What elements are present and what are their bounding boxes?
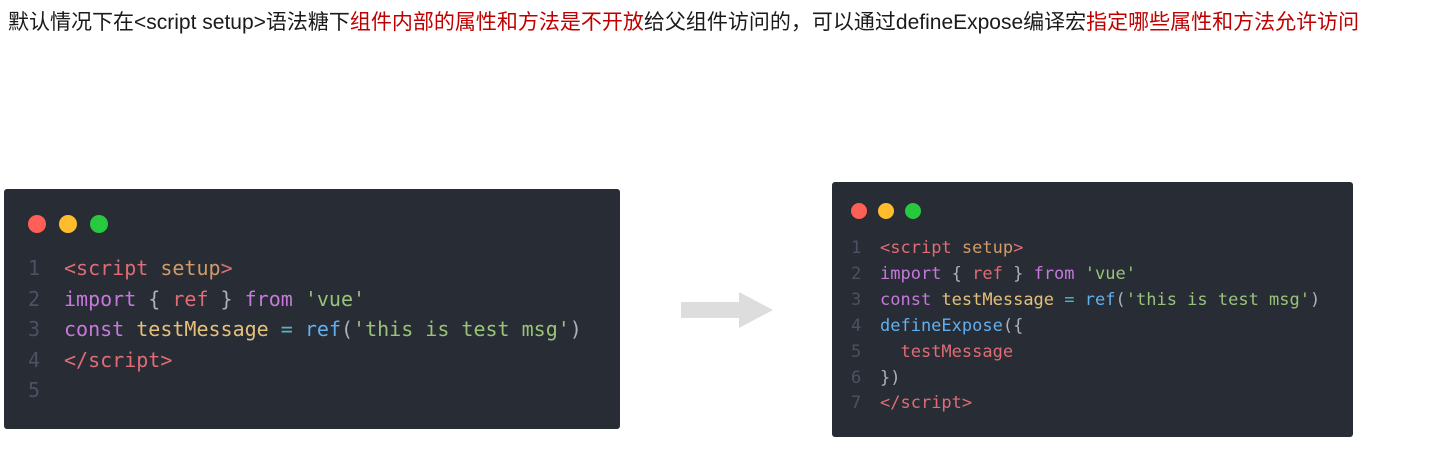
code-token: </ [64, 347, 89, 372]
code-token [124, 317, 136, 341]
line-number: 5 [851, 341, 862, 362]
line-number: 4 [28, 347, 41, 372]
line-number: 5 [28, 378, 41, 402]
line-number: 2 [28, 286, 41, 311]
intro-text: 给父组件访问的，可以通过defineExpose编译宏 [643, 11, 1087, 34]
window-controls [28, 215, 121, 233]
code-token [293, 287, 305, 311]
code-token: </ [880, 393, 901, 414]
code-line: 1 <script setup> [28, 253, 582, 284]
line-number: 2 [851, 263, 862, 284]
code-line: 3 const testMessage = ref('this is test m… [851, 288, 1320, 314]
code-token: = [280, 317, 293, 341]
code-token: ref [304, 317, 341, 341]
code-token: > [1013, 238, 1024, 258]
code-token [1075, 290, 1085, 310]
code-token: 'vue' [1084, 263, 1136, 284]
line-number: 6 [851, 367, 862, 388]
code-line: 1 <script setup> [851, 236, 1320, 262]
code-token [880, 342, 900, 362]
code-line: 6}) [851, 366, 1320, 392]
code-line: 2 import { ref } from 'vue' [28, 284, 582, 315]
code-token: { [941, 263, 973, 284]
code-token: { [136, 286, 173, 311]
code-token [952, 238, 962, 258]
line-number: 7 [851, 393, 862, 414]
code-token: = [1064, 289, 1075, 310]
code-token: defineExpose [880, 315, 1003, 336]
code-token: ref [172, 286, 209, 311]
code-token: > [160, 347, 173, 372]
code-line: 3 const testMessage = ref('this is test m… [28, 314, 582, 345]
code-token: > [961, 393, 973, 414]
code-token: ( [340, 317, 354, 341]
code-token: } [208, 286, 245, 311]
maximize-dot-icon [905, 203, 921, 219]
code-line: 4 </script> [28, 345, 582, 376]
code-token: 'this is test msg' [353, 317, 570, 341]
intro-highlight-text: 指定哪些属性和方法允许访问 [1086, 11, 1360, 34]
line-number: 3 [851, 289, 862, 310]
code-token: from [244, 286, 293, 311]
code-token: script [900, 393, 962, 414]
code-token [1054, 290, 1064, 310]
code-line: 5 testMessage [851, 340, 1320, 366]
code-token: testMessage [900, 341, 1014, 362]
code-token: import [64, 286, 137, 311]
minimize-dot-icon [878, 203, 894, 219]
code-token: script [76, 256, 149, 280]
code-token [1075, 264, 1085, 284]
code-token: 'this is test msg' [1125, 289, 1310, 310]
code-token: const [64, 317, 125, 341]
code-token: testMessage [136, 317, 269, 341]
close-dot-icon [851, 203, 867, 219]
code-token: 'vue' [304, 286, 366, 311]
code-token: ) [1309, 289, 1321, 310]
code-token: < [64, 256, 77, 280]
line-number: 4 [851, 315, 862, 336]
code-token: } [1002, 263, 1034, 284]
window-controls [851, 203, 932, 219]
code-token: ) [569, 317, 582, 341]
code-token: setup [160, 256, 221, 280]
code-token: < [880, 238, 891, 258]
close-dot-icon [28, 215, 46, 233]
line-number: 1 [28, 256, 41, 280]
code-token: testMessage [941, 289, 1055, 310]
code-token [269, 317, 281, 341]
right-arrow-icon [681, 292, 773, 328]
code-token: ( [1115, 289, 1126, 310]
code-token: from [1033, 263, 1075, 284]
code-token: import [880, 263, 942, 284]
intro-highlight-text: 组件内部的属性和方法是不开放 [349, 11, 644, 34]
code-token: ref [1084, 289, 1116, 310]
code-token [293, 317, 305, 341]
minimize-dot-icon [59, 215, 77, 233]
code-token: script [890, 238, 952, 258]
code-line: 4 defineExpose({ [851, 314, 1320, 340]
code-line: 5 [28, 375, 582, 406]
code-token: > [220, 256, 233, 280]
code-line: 2 import { ref } from 'vue' [851, 262, 1320, 288]
line-number: 1 [851, 238, 862, 258]
code-token: }) [880, 367, 901, 388]
code-token: setup [961, 238, 1014, 258]
maximize-dot-icon [90, 215, 108, 233]
code-line: 7 </script> [851, 391, 1320, 417]
code-token [931, 290, 941, 310]
code-token: ({ [1002, 315, 1024, 336]
code-token [148, 256, 160, 280]
line-number: 3 [28, 317, 41, 341]
intro-paragraph: 默认情况下在<script setup>语法糖下组件内部的属性和方法是不开放给父… [8, 2, 1418, 44]
code-token: script [88, 347, 161, 372]
code-token: ref [972, 263, 1003, 284]
code-token: const [880, 289, 932, 310]
intro-text: 默认情况下在<script setup>语法糖下 [8, 11, 350, 34]
